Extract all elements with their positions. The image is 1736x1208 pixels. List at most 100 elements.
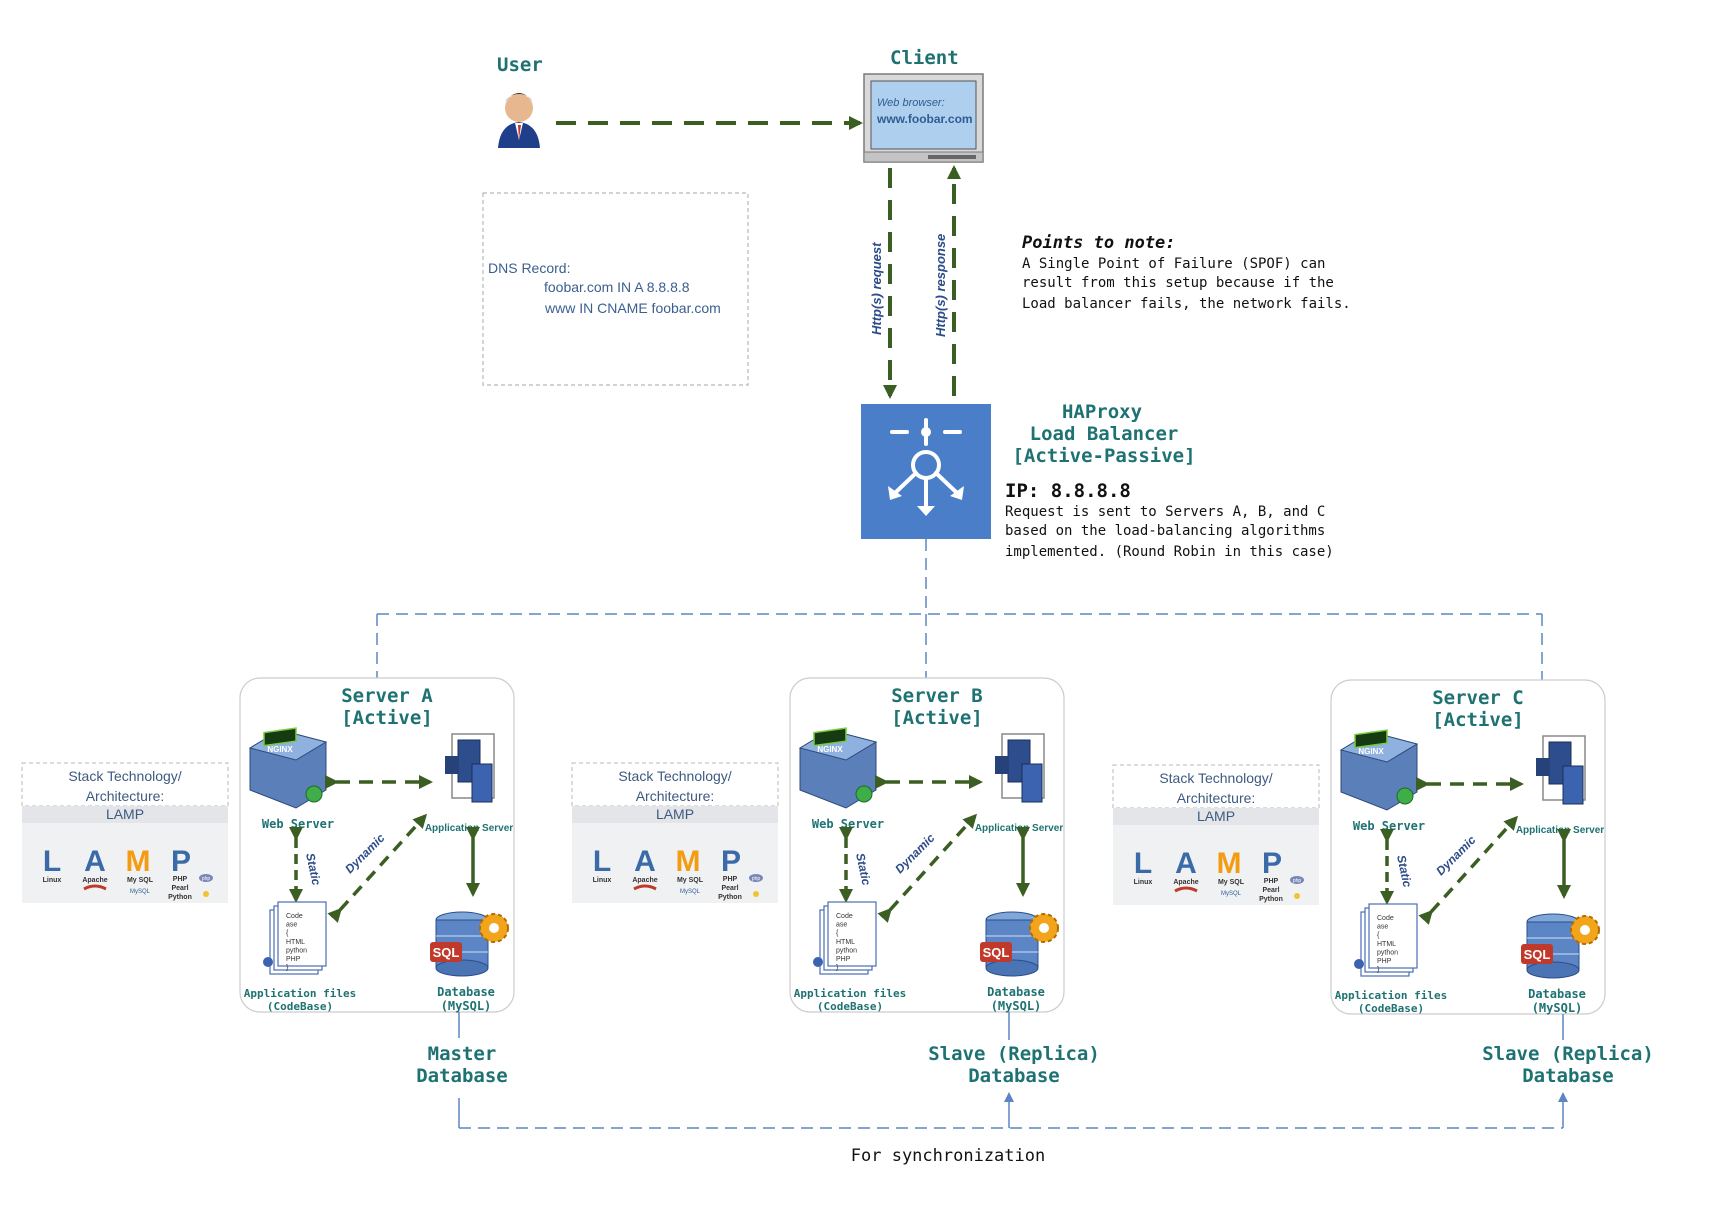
stack-caption: MySQL (1221, 891, 1242, 897)
db-role-label: Slave (Replica) (1482, 1043, 1654, 1065)
php-logo-icon (199, 874, 213, 882)
stack-caption: Apache (632, 877, 657, 884)
stack-title: Architecture: (636, 788, 715, 804)
db-role-label: Database (1522, 1065, 1614, 1087)
stack-caption: Apache (1173, 879, 1198, 886)
stack-name: LAMP (1197, 808, 1235, 824)
stack-caption: MySQL (130, 889, 151, 895)
web-server-label: Web Server (812, 817, 884, 831)
stack-letter: L (43, 845, 61, 878)
stack-caption: Python (718, 894, 742, 901)
stack-title: Stack Technology/ (618, 768, 731, 784)
user-label: User (497, 54, 543, 76)
lb-title2: Load Balancer (1030, 423, 1179, 445)
server-name: Server C (1432, 687, 1524, 709)
static-label: Static (853, 852, 874, 887)
code-line: } (836, 965, 839, 972)
stack-letter: M (126, 845, 151, 878)
monitor-icon (863, 73, 984, 163)
lb-desc: implemented. (Round Robin in this case) (1005, 544, 1334, 560)
php-logo-icon (1290, 876, 1304, 884)
globe-icon (855, 785, 873, 803)
stack-caption: Python (168, 894, 192, 901)
code-line: Code (1377, 915, 1394, 922)
sql-text: SQL (983, 945, 1010, 960)
database-label: (MySQL) (1532, 1001, 1583, 1015)
notes-title: Points to note: (1022, 233, 1176, 253)
dns-record-box: DNS Record: foobar.com IN A 8.8.8.8 www … (482, 192, 749, 386)
code-line: python (836, 947, 857, 954)
server-state: [Active] (341, 707, 433, 729)
app-files-label: (CodeBase) (267, 1000, 333, 1013)
stack-caption: MySQL (680, 889, 701, 895)
stack-caption: php (202, 876, 211, 882)
globe-icon (1396, 787, 1414, 805)
code-line: PHP (836, 956, 851, 963)
stack-caption: PHP (723, 876, 738, 883)
stack-title: Stack Technology/ (68, 768, 181, 784)
db-role-label: Database (968, 1065, 1060, 1087)
app-server-label: Application Server (1516, 825, 1604, 836)
notes-line: A Single Point of Failure (SPOF) can (1022, 256, 1325, 272)
user-icon (498, 93, 540, 148)
sql-text: SQL (433, 945, 460, 960)
app-files-label: Application files (794, 987, 907, 1000)
database-icon: SQL (430, 911, 509, 977)
application-server-icon (1536, 735, 1586, 805)
stack-name: LAMP (106, 806, 144, 822)
stack-caption: Linux (1134, 879, 1153, 886)
database-label: (MySQL) (991, 999, 1042, 1013)
static-label: Static (1394, 854, 1415, 889)
app-files-label: Application files (1335, 989, 1448, 1002)
notes-line: result from this setup because if the (1022, 275, 1334, 291)
code-line: HTML (286, 939, 305, 946)
application-server-icon (445, 733, 495, 803)
notes-line: Load balancer fails, the network fails. (1022, 296, 1351, 312)
stack-title: Stack Technology/ (1159, 770, 1272, 786)
sync-lines (458, 1012, 1568, 1129)
code-line: PHP (1377, 958, 1392, 965)
client-node: Client Web browser: www.foobar.com (863, 47, 984, 163)
code-line: PHP (286, 956, 301, 963)
code-line: python (1377, 949, 1398, 956)
code-line: ase (1377, 924, 1388, 931)
sync-label: For synchronization (851, 1146, 1045, 1166)
code-line: } (286, 965, 289, 972)
dynamic-arrow (877, 813, 978, 923)
db-role-label: Slave (Replica) (928, 1043, 1100, 1065)
database-label: (MySQL) (441, 999, 492, 1013)
app-files-label: (CodeBase) (817, 1000, 883, 1013)
code-line: ase (286, 922, 297, 929)
stack-caption: Apache (82, 877, 107, 884)
dynamic-arrow (1418, 815, 1519, 925)
code-line: { (836, 930, 839, 937)
code-line: Code (286, 913, 303, 920)
python-logo-icon (203, 891, 209, 897)
code-line: python (286, 947, 307, 954)
lb-ip: IP: 8.8.8.8 (1005, 480, 1131, 502)
lb-distribution-lines (376, 539, 1543, 682)
web-server-label: Web Server (1353, 819, 1425, 833)
browser-line1: Web browser: (877, 97, 945, 109)
db-role-label: Master (428, 1043, 497, 1065)
code-line: HTML (836, 939, 855, 946)
http-request-label: Http(s) request (869, 242, 884, 335)
code-line: { (1377, 932, 1380, 939)
server-state: [Active] (1432, 709, 1524, 731)
database-label: Database (1528, 987, 1586, 1001)
database-icon: SQL (1521, 913, 1600, 979)
apache-feather-icon (1174, 886, 1198, 893)
lb-title1: HAProxy (1062, 401, 1142, 423)
app-files-label: Application files (244, 987, 357, 1000)
stack-caption: My SQL (127, 877, 154, 884)
sql-badge (430, 942, 462, 962)
server-state: [Active] (891, 707, 983, 729)
nginx-text: NGINX (1358, 747, 1384, 756)
